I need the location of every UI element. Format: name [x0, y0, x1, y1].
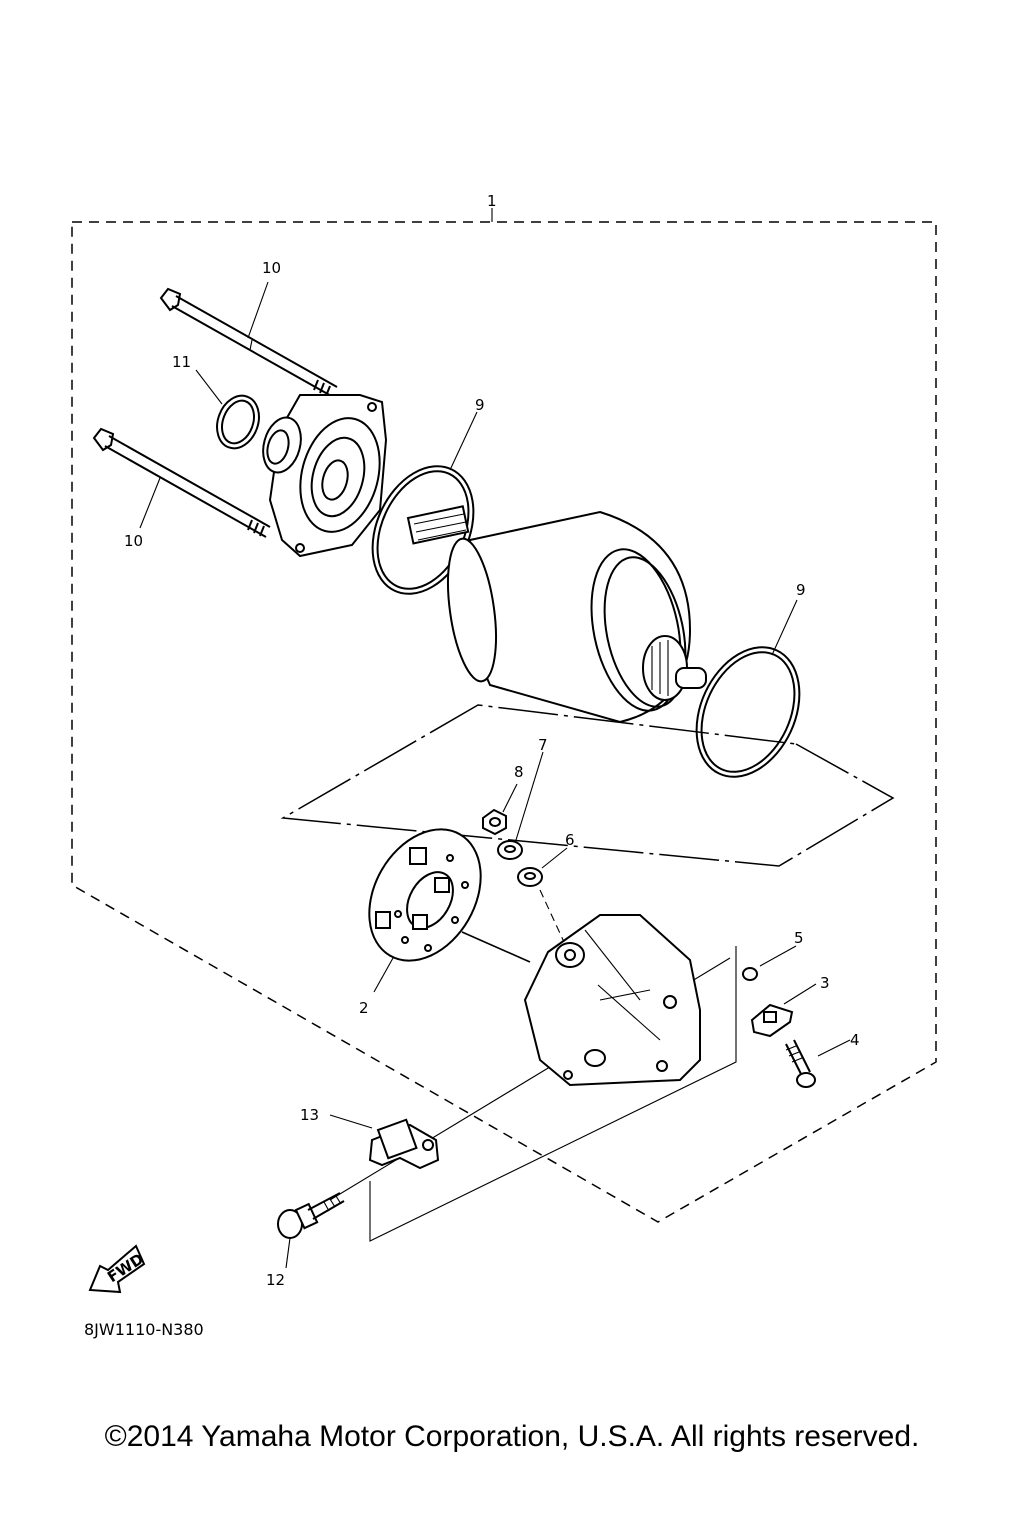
washer-5: [742, 967, 758, 981]
callout-9-lower: 9: [796, 581, 806, 599]
callout-3: 3: [820, 974, 830, 992]
terminal-plate: [750, 1003, 794, 1038]
alignment-line: [461, 931, 531, 963]
nut: [482, 808, 507, 836]
forward-arrow-icon: FWD: [88, 1244, 147, 1294]
callout-13: 13: [300, 1106, 319, 1124]
motor-yoke: [406, 505, 707, 724]
cable-clamp: [368, 1118, 440, 1170]
callout-5: 5: [794, 929, 804, 947]
brush-holder: [368, 828, 482, 962]
callout-6: 6: [565, 831, 575, 849]
through-bolt-lower: [92, 427, 271, 538]
flange-bolt: [277, 1192, 345, 1239]
leader-lines: [139, 208, 851, 1269]
washer-7: [497, 840, 523, 860]
through-bolt-upper: [159, 287, 338, 398]
callout-10-upper: 10: [262, 259, 281, 277]
callout-8: 8: [514, 763, 524, 781]
callout-4: 4: [850, 1031, 860, 1049]
assembly-boundary: [71, 221, 937, 1223]
washer-6: [517, 867, 543, 887]
callout-10-lower: 10: [124, 532, 143, 550]
bolt-axis-bracket: [369, 946, 737, 1242]
callout-9-upper: 9: [475, 396, 485, 414]
callout-1: 1: [487, 192, 497, 210]
diagram-code: 8JW1110-N380: [84, 1320, 204, 1339]
o-ring-lower: [695, 646, 801, 778]
front-cover: [262, 394, 388, 558]
terminal-screw: [785, 1039, 816, 1088]
callout-7: 7: [538, 736, 548, 754]
alignment-plane: [280, 704, 895, 867]
rear-cover: [523, 914, 701, 1087]
o-ring-small: [216, 394, 260, 450]
copyright-notice: ©2014 Yamaha Motor Corporation, U.S.A. A…: [104, 1420, 920, 1453]
callout-11: 11: [172, 353, 191, 371]
callout-12: 12: [266, 1271, 285, 1289]
callout-2: 2: [359, 999, 369, 1017]
